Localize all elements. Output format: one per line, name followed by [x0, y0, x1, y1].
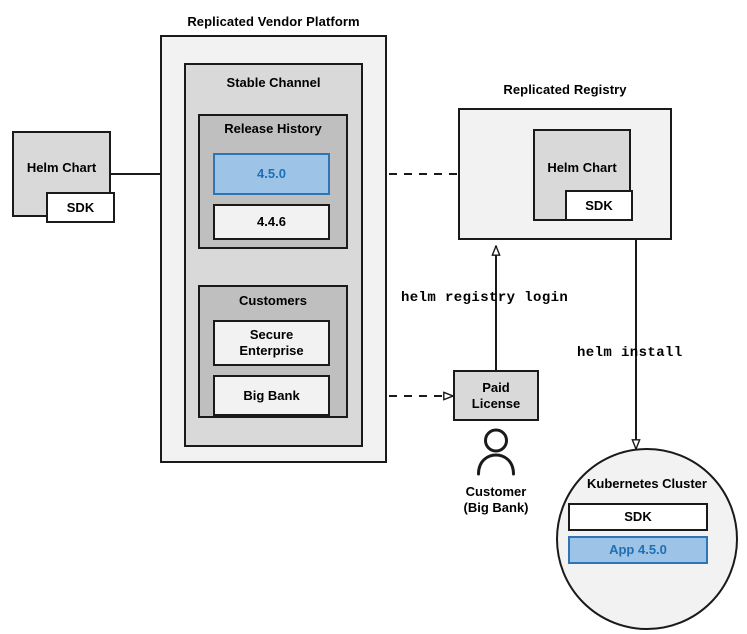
paid-license-label: Paid License — [471, 379, 521, 411]
person-icon — [477, 428, 515, 476]
registry-sdk-label: SDK — [585, 197, 613, 213]
customer-caption: Customer (Big Bank) — [463, 484, 529, 515]
paid-license-box: Paid License — [453, 370, 539, 421]
command-helm-install: helm install — [577, 345, 683, 361]
cluster-sdk-box: SDK — [568, 503, 708, 531]
cluster-app-label: App 4.5.0 — [609, 542, 667, 558]
registry-title: Replicated Registry — [503, 82, 627, 97]
registry-helm-chart-box: Helm Chart — [533, 129, 631, 221]
helm-chart-sdk-box: SDK — [46, 192, 115, 223]
customer-item-secure-enterprise[interactable]: Secure Enterprise — [213, 320, 330, 366]
release-history-label: Release History — [224, 121, 322, 136]
command-helm-registry-login: helm registry login — [401, 290, 569, 306]
release-item-4-4-6[interactable]: 4.4.6 — [213, 204, 330, 240]
helm-chart-sdk-label: SDK — [66, 199, 95, 215]
customer-item-big-bank[interactable]: Big Bank — [213, 375, 330, 416]
customer-name-label: Secure Enterprise — [239, 327, 304, 358]
stable-channel-label: Stable Channel — [226, 75, 321, 90]
registry-helm-chart-label: Helm Chart — [547, 160, 617, 176]
release-version-label: 4.4.6 — [257, 214, 286, 230]
vendor-platform-title: Replicated Vendor Platform — [187, 14, 360, 29]
release-item-4-5-0[interactable]: 4.5.0 — [213, 153, 330, 195]
cluster-app-box: App 4.5.0 — [568, 536, 708, 564]
customers-label: Customers — [239, 293, 307, 308]
helm-chart-label: Helm Chart — [26, 160, 97, 176]
registry-sdk-box: SDK — [565, 190, 633, 221]
kubernetes-cluster-title: Kubernetes Cluster — [587, 476, 707, 491]
release-version-label: 4.5.0 — [257, 166, 286, 182]
cluster-sdk-label: SDK — [624, 509, 652, 525]
customer-name-label: Big Bank — [243, 387, 300, 403]
